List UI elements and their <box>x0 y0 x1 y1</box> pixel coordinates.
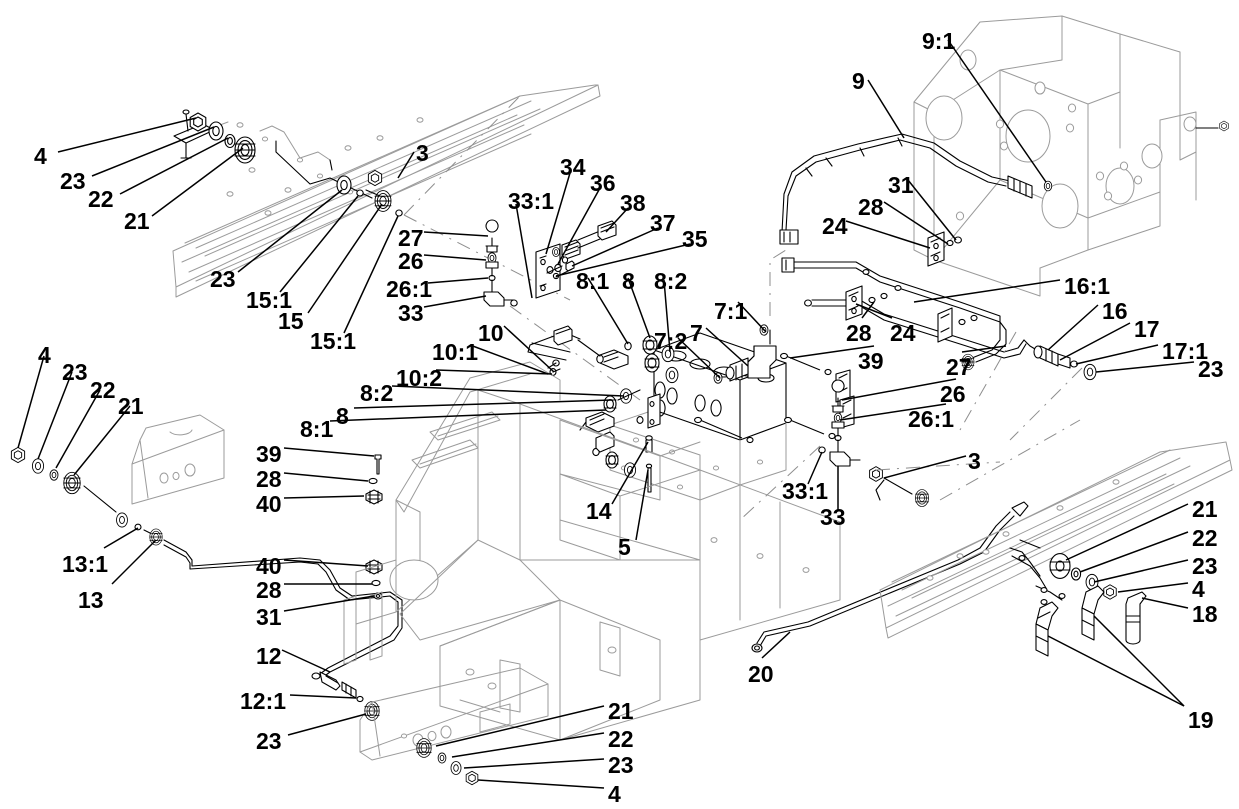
callout-10-1: 10:1 <box>432 339 479 365</box>
callout-22: 22 <box>90 377 116 403</box>
callout-8: 8 <box>622 268 635 294</box>
callout-17: 17 <box>1134 316 1160 342</box>
callout-8-1: 8:1 <box>576 268 610 294</box>
callout-33: 33 <box>398 300 424 326</box>
callout-40: 40 <box>256 491 282 517</box>
callout-8-2: 8:2 <box>360 380 394 406</box>
callout-15-1: 15:1 <box>310 328 357 354</box>
callout-21: 21 <box>1192 496 1218 522</box>
leader-lines <box>17 39 1195 789</box>
callout-7-2: 7:2 <box>654 328 688 354</box>
callout-7: 7 <box>690 320 703 346</box>
bracket-upper-right <box>927 231 962 267</box>
callout-16-1: 16:1 <box>1064 273 1111 299</box>
callout-40: 40 <box>256 553 282 579</box>
hose-network-mid-right <box>781 257 1097 441</box>
callout-23: 23 <box>60 168 86 194</box>
callout-39: 39 <box>256 441 282 467</box>
callout-23: 23 <box>256 728 282 754</box>
callout-7-1: 7:1 <box>714 298 748 324</box>
bottom-left-frame <box>359 667 549 786</box>
callout-24: 24 <box>890 320 916 346</box>
callout-15: 15 <box>278 308 304 334</box>
callout-10-2: 10:2 <box>396 365 443 391</box>
callout-23: 23 <box>62 359 88 385</box>
callout-22: 22 <box>608 726 634 752</box>
callout-14: 14 <box>586 498 612 524</box>
callout-5: 5 <box>618 534 631 560</box>
center-plate-assembly <box>535 220 617 299</box>
center-elbow-stack-parts <box>483 219 641 401</box>
hardware-stack-upper <box>365 454 383 505</box>
machine-frame-ghost <box>343 361 841 741</box>
callout-26-1: 26:1 <box>908 406 955 432</box>
hose-nine <box>779 133 1053 245</box>
upper-left-rail-assembly <box>172 84 601 301</box>
callout-8-2: 8:2 <box>654 268 688 294</box>
callout-31: 31 <box>256 604 282 630</box>
upper-right-frame-ghost <box>913 15 1229 297</box>
valve-elbow-seven <box>713 249 787 384</box>
callout-22: 22 <box>1192 525 1218 551</box>
callout-23: 23 <box>210 266 236 292</box>
callout-35: 35 <box>682 226 708 252</box>
callout-4: 4 <box>1192 576 1205 602</box>
callout-27: 27 <box>398 225 424 251</box>
callout-33-1: 33:1 <box>508 188 555 214</box>
callout-21: 21 <box>124 208 150 234</box>
callout-31: 31 <box>888 172 914 198</box>
callout-23: 23 <box>1192 553 1218 579</box>
callout-9: 9 <box>852 68 865 94</box>
callout-8-1: 8:1 <box>300 416 334 442</box>
callout-26-1: 26:1 <box>386 276 433 302</box>
callout-39: 39 <box>858 348 884 374</box>
callout-3: 3 <box>968 448 981 474</box>
callout-34: 34 <box>560 154 586 180</box>
valve-port-fittings-lower <box>579 388 661 478</box>
callout-21: 21 <box>608 698 634 724</box>
callout-26: 26 <box>398 248 424 274</box>
callout-37: 37 <box>650 210 676 236</box>
callout-38: 38 <box>620 190 646 216</box>
callout-3: 3 <box>416 140 429 166</box>
valve-tube-ten <box>527 342 571 376</box>
callout-19: 19 <box>1188 707 1214 733</box>
callout-26: 26 <box>940 381 966 407</box>
callout-20: 20 <box>748 661 774 687</box>
callout-12: 12 <box>256 643 282 669</box>
lower-right-fitting-stack <box>1009 539 1147 657</box>
callout-21: 21 <box>118 393 144 419</box>
callout-33: 33 <box>820 504 846 530</box>
callout-27: 27 <box>946 354 972 380</box>
elbow-stack-mid-right <box>739 379 861 521</box>
callout-18: 18 <box>1192 601 1218 627</box>
callout-16: 16 <box>1102 298 1128 324</box>
callout-28: 28 <box>858 194 884 220</box>
callout-12-1: 12:1 <box>240 688 287 714</box>
callout-17-1: 17:1 <box>1162 338 1209 364</box>
tube-twenty <box>751 501 1029 653</box>
callout-33-1: 33:1 <box>782 478 829 504</box>
callout-9-1: 9:1 <box>922 28 956 54</box>
callout-28: 28 <box>256 577 282 603</box>
callout-23: 23 <box>1198 356 1224 382</box>
callout-4: 4 <box>34 143 47 169</box>
callout-36: 36 <box>590 170 616 196</box>
screws-mid-right <box>694 352 855 444</box>
callout-8: 8 <box>336 403 349 429</box>
callout-23: 23 <box>608 752 634 778</box>
callout-24: 24 <box>822 213 848 239</box>
callout-4: 4 <box>38 342 51 368</box>
callout-4: 4 <box>608 781 621 807</box>
callout-10: 10 <box>478 320 504 346</box>
callout-13: 13 <box>78 587 104 613</box>
callout-15-1: 15:1 <box>246 287 293 313</box>
callout-28: 28 <box>846 320 872 346</box>
callout-13-1: 13:1 <box>62 551 109 577</box>
callout-22: 22 <box>88 186 114 212</box>
callout-28: 28 <box>256 466 282 492</box>
